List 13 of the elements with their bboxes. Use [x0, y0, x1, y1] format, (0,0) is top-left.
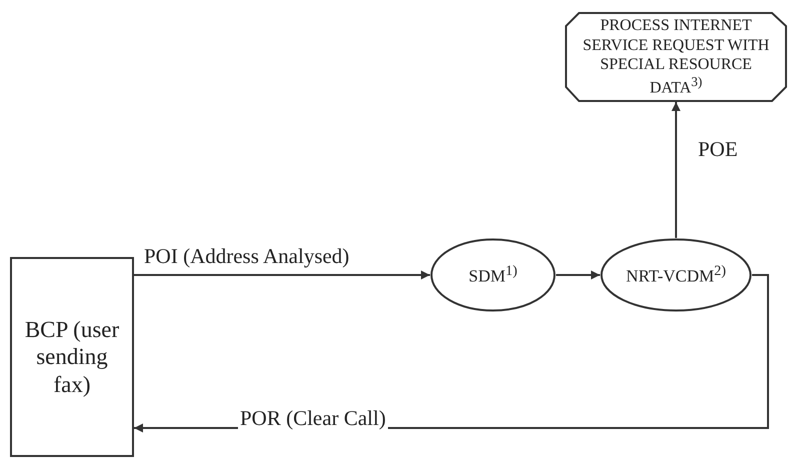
process-ellipse — [430, 238, 556, 312]
arrow — [672, 102, 680, 238]
edge-label: POR (Clear Call) — [238, 407, 388, 430]
arrow — [556, 270, 600, 280]
process-box — [565, 12, 787, 102]
node-label: BCP (user sending fax) — [24, 316, 120, 398]
process-box — [10, 257, 134, 457]
node-label: PROCESS INTERNET SERVICE REQUEST WITH SPECIAL RESOURCE DATA$^{3)}$ — [582, 16, 770, 98]
arrow — [134, 270, 430, 280]
process-ellipse — [600, 238, 752, 312]
node-label: NRT-VCDM$^{2)}$ — [626, 262, 726, 288]
node-label: SDM$^{1)}$ — [468, 262, 518, 288]
edge-label: POI (Address Analysed) — [142, 245, 352, 268]
